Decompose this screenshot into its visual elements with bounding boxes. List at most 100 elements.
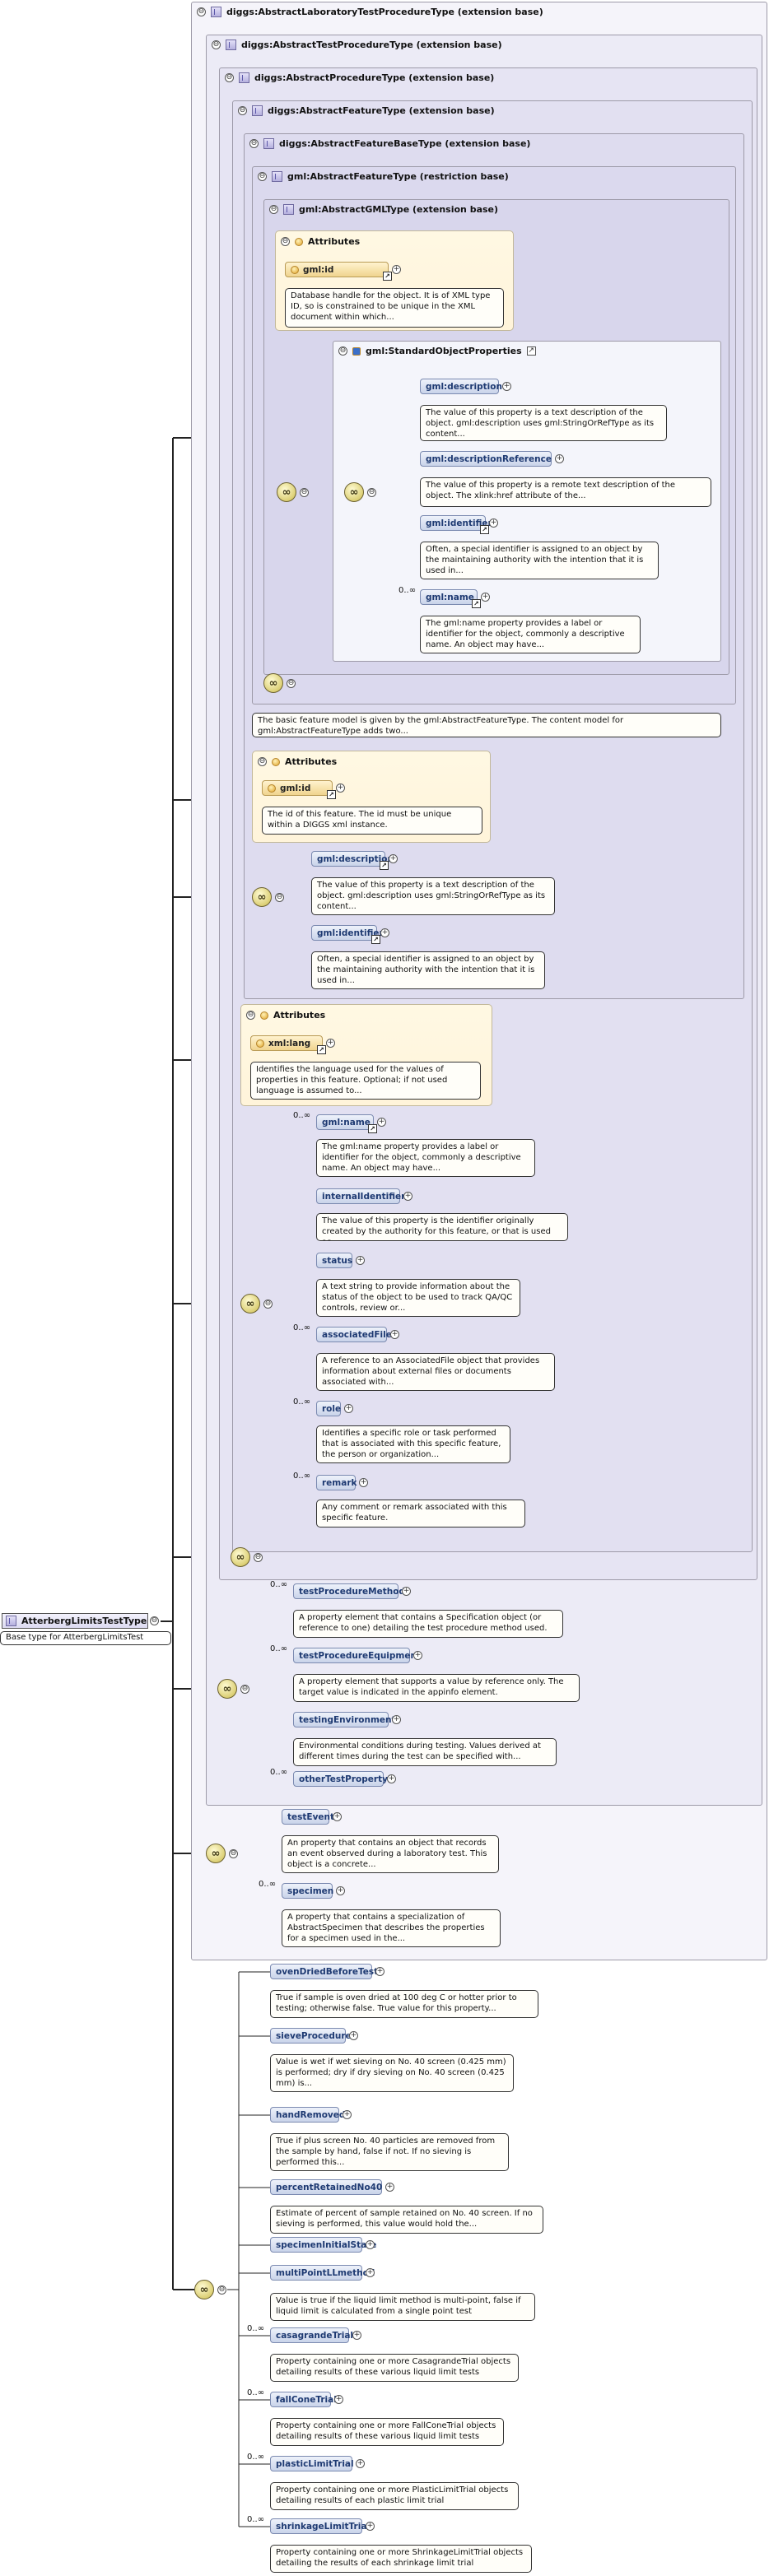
feature-prop[interactable]: associatedFile: [316, 1327, 392, 1342]
expand-icon[interactable]: +: [344, 1404, 353, 1413]
sequence-compositor-icon[interactable]: ∞: [217, 1679, 237, 1699]
expand-icon[interactable]: +: [392, 265, 401, 274]
expand-icon[interactable]: +: [555, 454, 564, 463]
expand-icon[interactable]: +: [413, 1651, 422, 1660]
documentation-note: A text string to provide information abo…: [316, 1279, 520, 1317]
gml-std-prop[interactable]: gml:description: [420, 379, 502, 394]
feature-prop[interactable]: remark: [316, 1475, 357, 1490]
sequence-compositor-icon[interactable]: ∞: [240, 1294, 260, 1314]
expand-icon[interactable]: +: [402, 1587, 411, 1596]
atterberg-prop[interactable]: percentRetainedNo40: [270, 2179, 382, 2195]
collapse-toggle[interactable]: ⊖: [225, 73, 234, 82]
test-procedure-prop[interactable]: testingEnvironment: [293, 1712, 396, 1727]
compositor-toggle[interactable]: ⊖: [229, 1849, 238, 1858]
attr-gml-id[interactable]: gml:id↗: [285, 262, 392, 281]
expand-icon[interactable]: +: [366, 2522, 375, 2531]
expand-icon[interactable]: +: [352, 2331, 361, 2340]
sequence-compositor-icon[interactable]: ∞: [231, 1547, 250, 1567]
attr-xml-lang[interactable]: xml:lang↗: [250, 1035, 326, 1054]
root-type[interactable]: AtterbergLimitsTestType: [2, 1613, 148, 1629]
feature-base-prop[interactable]: gml:description↗: [311, 851, 394, 870]
collapse-toggle[interactable]: ⊖: [281, 237, 290, 246]
documentation-note: Often, a special identifier is assigned …: [311, 951, 545, 989]
expand-icon[interactable]: +: [403, 1192, 412, 1201]
expand-icon[interactable]: +: [392, 1715, 401, 1724]
documentation-note: The value of this property is the identi…: [316, 1213, 568, 1241]
collapse-toggle[interactable]: ⊖: [212, 40, 221, 49]
attr-feature-id[interactable]: gml:id↗: [262, 780, 336, 799]
expand-icon[interactable]: +: [385, 2183, 394, 2192]
collapse-toggle[interactable]: ⊖: [258, 757, 267, 766]
documentation-note: True if plus screen No. 40 particles are…: [270, 2133, 509, 2171]
root-collapse-toggle[interactable]: ⊖: [150, 1616, 159, 1625]
test-procedure-prop[interactable]: otherTestProperty: [293, 1771, 388, 1787]
sequence-compositor-icon[interactable]: ∞: [344, 482, 364, 502]
lab-test-prop[interactable]: testEvent: [282, 1809, 334, 1825]
atterberg-prop[interactable]: casagrandeTrial: [270, 2327, 353, 2343]
compositor-toggle[interactable]: ⊖: [263, 1300, 273, 1309]
expand-icon[interactable]: +: [326, 1039, 335, 1048]
gml-std-prop[interactable]: gml:descriptionReference: [420, 451, 552, 467]
atterberg-prop[interactable]: ovenDriedBeforeTest: [270, 1964, 378, 1979]
feature-prop[interactable]: role: [316, 1401, 341, 1416]
feature-prop[interactable]: internalIdentifier: [316, 1188, 405, 1204]
test-procedure-prop[interactable]: testProcedureMethod: [293, 1583, 405, 1599]
atterberg-prop[interactable]: handRemoved: [270, 2107, 345, 2123]
expand-icon[interactable]: +: [356, 1256, 365, 1265]
compositor-toggle[interactable]: ⊖: [254, 1553, 263, 1562]
atterberg-prop[interactable]: multiPointLLmethod: [270, 2265, 375, 2281]
collapse-toggle[interactable]: ⊖: [338, 346, 347, 356]
test-procedure-prop[interactable]: testProcedureEquipment: [293, 1648, 421, 1663]
expand-icon[interactable]: +: [336, 783, 345, 793]
expand-icon[interactable]: +: [390, 1330, 399, 1339]
collapse-toggle[interactable]: ⊖: [197, 7, 206, 16]
expand-icon[interactable]: +: [334, 2395, 343, 2404]
atterberg-prop[interactable]: specimenInitialState: [270, 2237, 376, 2253]
gml-std-prop[interactable]: gml:identifier↗: [420, 515, 492, 534]
sequence-compositor-icon[interactable]: ∞: [277, 482, 296, 502]
collapse-toggle[interactable]: ⊖: [258, 172, 267, 181]
compositor-toggle[interactable]: ⊖: [300, 488, 309, 497]
feature-prop[interactable]: gml:name↗: [316, 1114, 377, 1133]
expand-icon[interactable]: +: [333, 1812, 342, 1821]
expand-icon[interactable]: +: [489, 518, 498, 528]
collapse-toggle[interactable]: ⊖: [246, 1011, 255, 1020]
feature-base-prop[interactable]: gml:identifier↗: [311, 925, 384, 944]
expand-icon[interactable]: +: [380, 928, 389, 937]
feature-prop[interactable]: status: [316, 1253, 352, 1268]
compositor-toggle[interactable]: ⊖: [287, 679, 296, 688]
expand-icon[interactable]: +: [343, 2110, 352, 2119]
expand-icon[interactable]: +: [336, 1886, 345, 1895]
collapse-toggle[interactable]: ⊖: [269, 205, 278, 214]
compositor-toggle[interactable]: ⊖: [275, 893, 284, 902]
atterberg-prop[interactable]: plasticLimitTrial: [270, 2456, 354, 2471]
expand-icon[interactable]: +: [387, 1774, 396, 1783]
expand-icon[interactable]: +: [502, 382, 511, 391]
expand-icon[interactable]: +: [377, 1118, 386, 1127]
sequence-compositor-icon[interactable]: ∞: [206, 1844, 226, 1863]
expand-icon[interactable]: +: [375, 1967, 384, 1976]
compositor-toggle[interactable]: ⊖: [217, 2285, 226, 2295]
documentation-note: The gml:name property provides a label o…: [420, 616, 641, 653]
expand-icon[interactable]: +: [356, 2459, 365, 2468]
compositor-toggle[interactable]: ⊖: [240, 1685, 249, 1694]
collapse-toggle[interactable]: ⊖: [238, 106, 247, 115]
sequence-compositor-icon[interactable]: ∞: [252, 887, 272, 907]
atterberg-prop[interactable]: fallConeTrial: [270, 2392, 337, 2407]
lab-test-prop[interactable]: specimen: [282, 1883, 333, 1899]
sequence-compositor-icon[interactable]: ∞: [263, 673, 283, 693]
expand-icon[interactable]: +: [349, 2031, 358, 2040]
compositor-toggle[interactable]: ⊖: [367, 488, 376, 497]
expand-icon[interactable]: +: [366, 2268, 375, 2277]
sequence-compositor-icon[interactable]: ∞: [194, 2280, 214, 2299]
collapse-toggle[interactable]: ⊖: [249, 139, 259, 148]
expand-icon[interactable]: +: [366, 2240, 375, 2249]
gml-std-prop[interactable]: gml:name↗: [420, 589, 481, 608]
feature-prop-label: gml:name: [322, 1117, 371, 1128]
atterberg-prop-label: ovenDriedBeforeTest: [276, 1966, 379, 1977]
expand-icon[interactable]: +: [389, 854, 398, 863]
expand-icon[interactable]: +: [359, 1478, 368, 1487]
atterberg-prop[interactable]: shrinkageLimitTrial: [270, 2518, 370, 2534]
atterberg-prop[interactable]: sieveProcedure: [270, 2028, 352, 2044]
expand-icon[interactable]: +: [481, 593, 490, 602]
